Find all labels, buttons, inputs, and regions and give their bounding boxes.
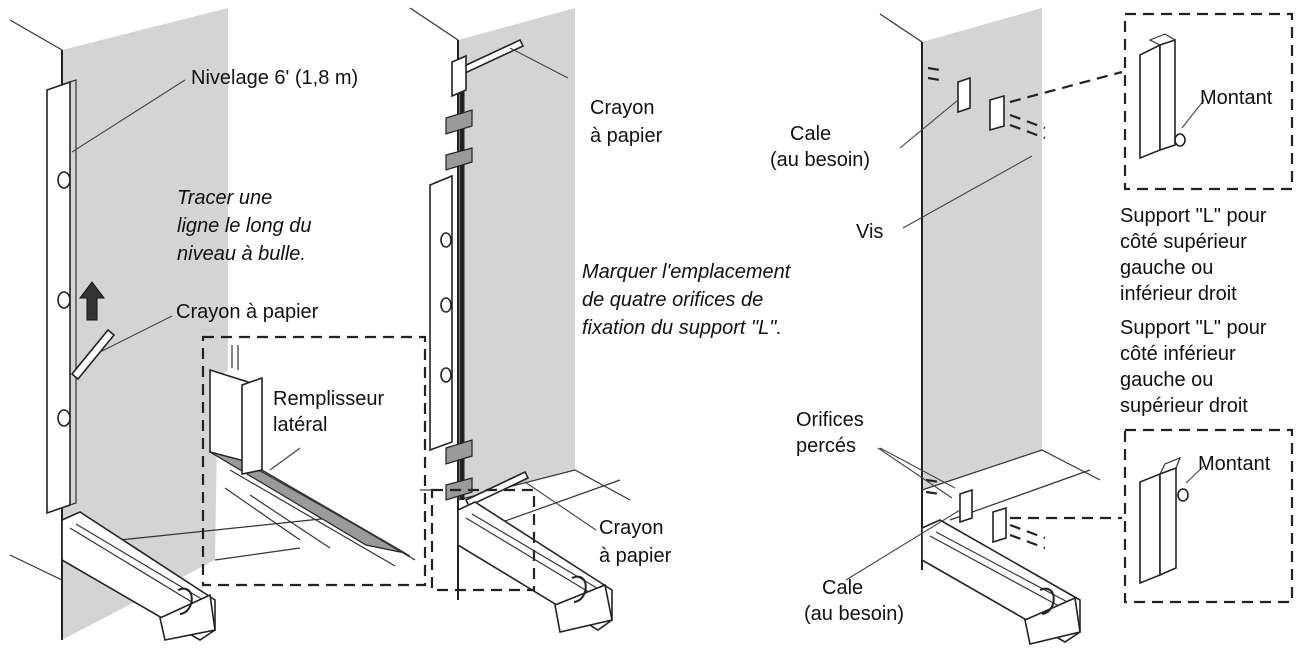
bracket-marks bbox=[445, 109, 473, 501]
arrow-up-icon bbox=[79, 281, 105, 321]
bracket-upper-line2: côté supérieur bbox=[1120, 231, 1247, 253]
pencil-icon bbox=[70, 328, 116, 381]
shim-top-line2: (au besoin) bbox=[770, 149, 870, 171]
wall-middle bbox=[458, 8, 575, 500]
filler-inset bbox=[201, 335, 427, 587]
wall-right bbox=[922, 8, 1042, 490]
stud-top-label: Montant bbox=[1200, 87, 1273, 109]
instruction-left-line1: Tracer une bbox=[177, 187, 272, 209]
bracket-upper-line3: gauche ou bbox=[1120, 257, 1213, 279]
pencil-top-line1: Crayon bbox=[590, 97, 654, 119]
spirit-level bbox=[46, 79, 77, 515]
pencil-bottom-line2: à papier bbox=[599, 545, 672, 567]
pencil-label-left: Crayon à papier bbox=[176, 301, 319, 323]
shim-bottom-line2: (au besoin) bbox=[804, 603, 904, 625]
instruction-left-line3: niveau à bulle. bbox=[177, 243, 306, 265]
panel-right-illustration bbox=[879, 8, 1123, 645]
base-channel-middle bbox=[457, 501, 613, 633]
pencil-top-line2: à papier bbox=[590, 125, 663, 147]
bracket-lower-line2: côté inférieur bbox=[1120, 343, 1236, 365]
base-channel-right bbox=[921, 519, 1081, 645]
stud-bottom-label: Montant bbox=[1198, 453, 1271, 475]
bracket-lower-line1: Support "L" pour bbox=[1120, 317, 1267, 339]
l-bracket-top bbox=[927, 66, 1046, 140]
instruction-middle-line1: Marquer l'emplacement bbox=[582, 261, 792, 283]
holes-line2: percés bbox=[796, 435, 856, 457]
spirit-level-middle bbox=[429, 174, 453, 452]
wall-left bbox=[62, 8, 228, 640]
filler-label-line2: latéral bbox=[273, 414, 327, 436]
holes-line1: Orifices bbox=[796, 409, 864, 431]
inset-lower-bracket bbox=[1123, 428, 1294, 604]
screw-label: Vis bbox=[856, 221, 883, 243]
pencil-top-icon bbox=[451, 38, 525, 98]
panel-left-illustration bbox=[9, 8, 331, 641]
instruction-left-line2: ligne le long du bbox=[177, 215, 312, 237]
shim-top-line1: Cale bbox=[790, 123, 831, 145]
l-bracket-bottom bbox=[925, 478, 1046, 550]
bracket-lower-line3: gauche ou bbox=[1120, 369, 1213, 391]
filler-label-line1: Remplisseur bbox=[273, 388, 384, 410]
leader-lines bbox=[71, 47, 1205, 581]
pencil-bottom-line1: Crayon bbox=[599, 517, 663, 539]
bracket-upper-line1: Support "L" pour bbox=[1120, 205, 1267, 227]
shim-bottom-line1: Cale bbox=[822, 577, 863, 599]
bracket-lower-line4: supérieur droit bbox=[1120, 395, 1248, 417]
level-label: Nivelage 6' (1,8 m) bbox=[191, 67, 358, 89]
inset-upper-bracket bbox=[1123, 12, 1294, 191]
bracket-upper-line4: inférieur droit bbox=[1120, 283, 1237, 305]
base-channel-left bbox=[61, 511, 216, 641]
instruction-middle-line2: de quatre orifices de bbox=[582, 289, 763, 311]
instruction-middle-line3: fixation du support "L". bbox=[582, 317, 782, 339]
panel-middle-illustration bbox=[409, 7, 631, 633]
